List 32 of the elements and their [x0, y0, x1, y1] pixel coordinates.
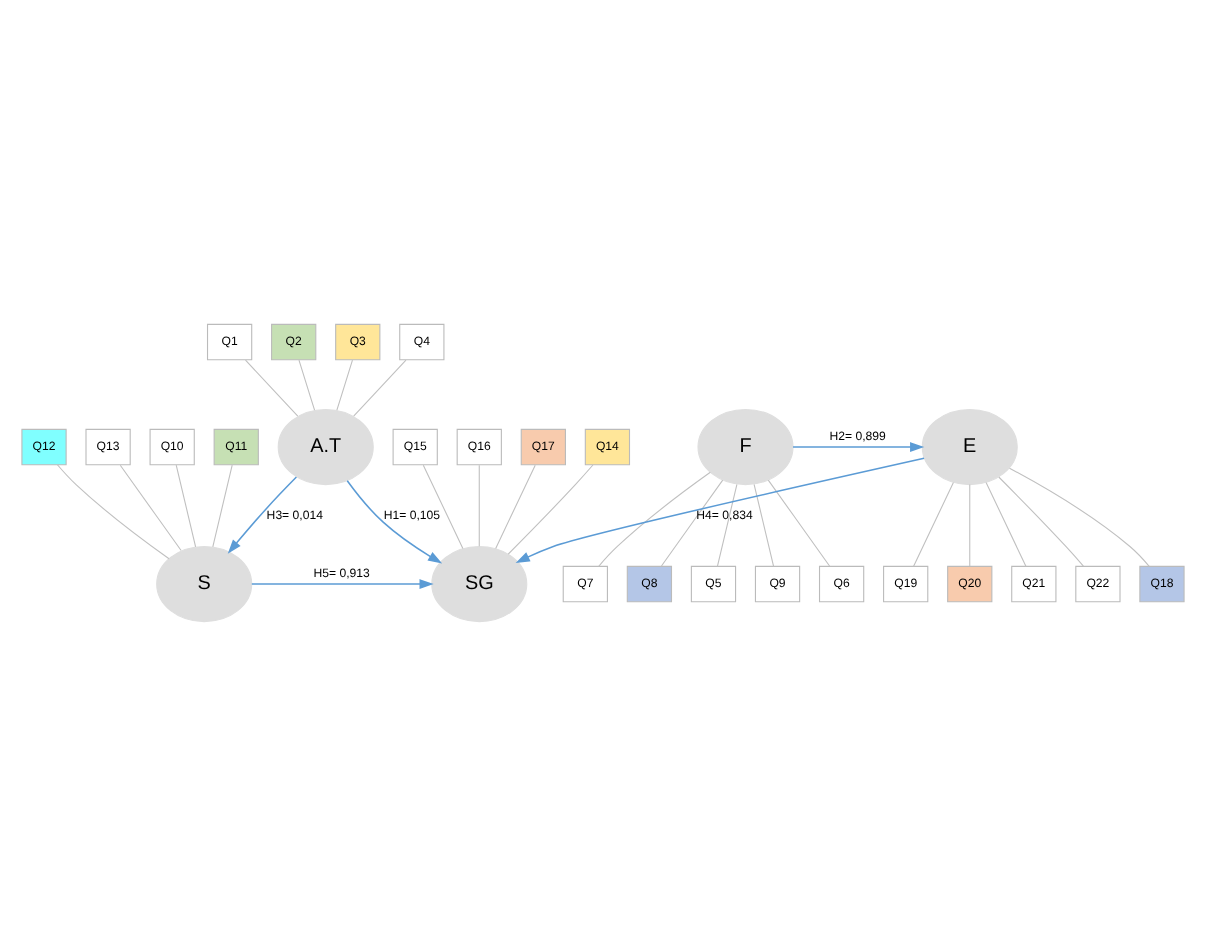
- node-ellipse: A.T: [277, 407, 374, 485]
- connector: [507, 463, 594, 554]
- connector: [1008, 466, 1150, 566]
- arrow: [251, 578, 434, 588]
- connector: [598, 470, 711, 566]
- connector: [495, 463, 536, 548]
- connector: [56, 463, 170, 559]
- connector: [119, 463, 182, 551]
- connector: [998, 475, 1084, 566]
- node-ellipse: S: [156, 544, 253, 622]
- connector: [478, 463, 480, 546]
- connector: [969, 483, 971, 566]
- connector: [336, 358, 354, 410]
- arrow: [792, 441, 925, 451]
- node-ellipse: SG: [431, 544, 528, 622]
- node-ellipse: F: [697, 407, 794, 485]
- connector: [985, 480, 1027, 566]
- connector: [422, 463, 464, 548]
- connector: [298, 358, 316, 410]
- connector: [767, 478, 831, 566]
- connector: [753, 482, 775, 566]
- arrow: [515, 456, 925, 562]
- arrow: [227, 475, 298, 553]
- connector: [353, 358, 407, 416]
- arrow: [346, 479, 443, 563]
- connector: [913, 480, 954, 566]
- connector: [660, 478, 724, 566]
- connector: [244, 358, 299, 416]
- node-ellipse: E: [921, 407, 1018, 485]
- connector: [212, 463, 233, 547]
- connector: [716, 482, 738, 566]
- connector: [175, 463, 197, 547]
